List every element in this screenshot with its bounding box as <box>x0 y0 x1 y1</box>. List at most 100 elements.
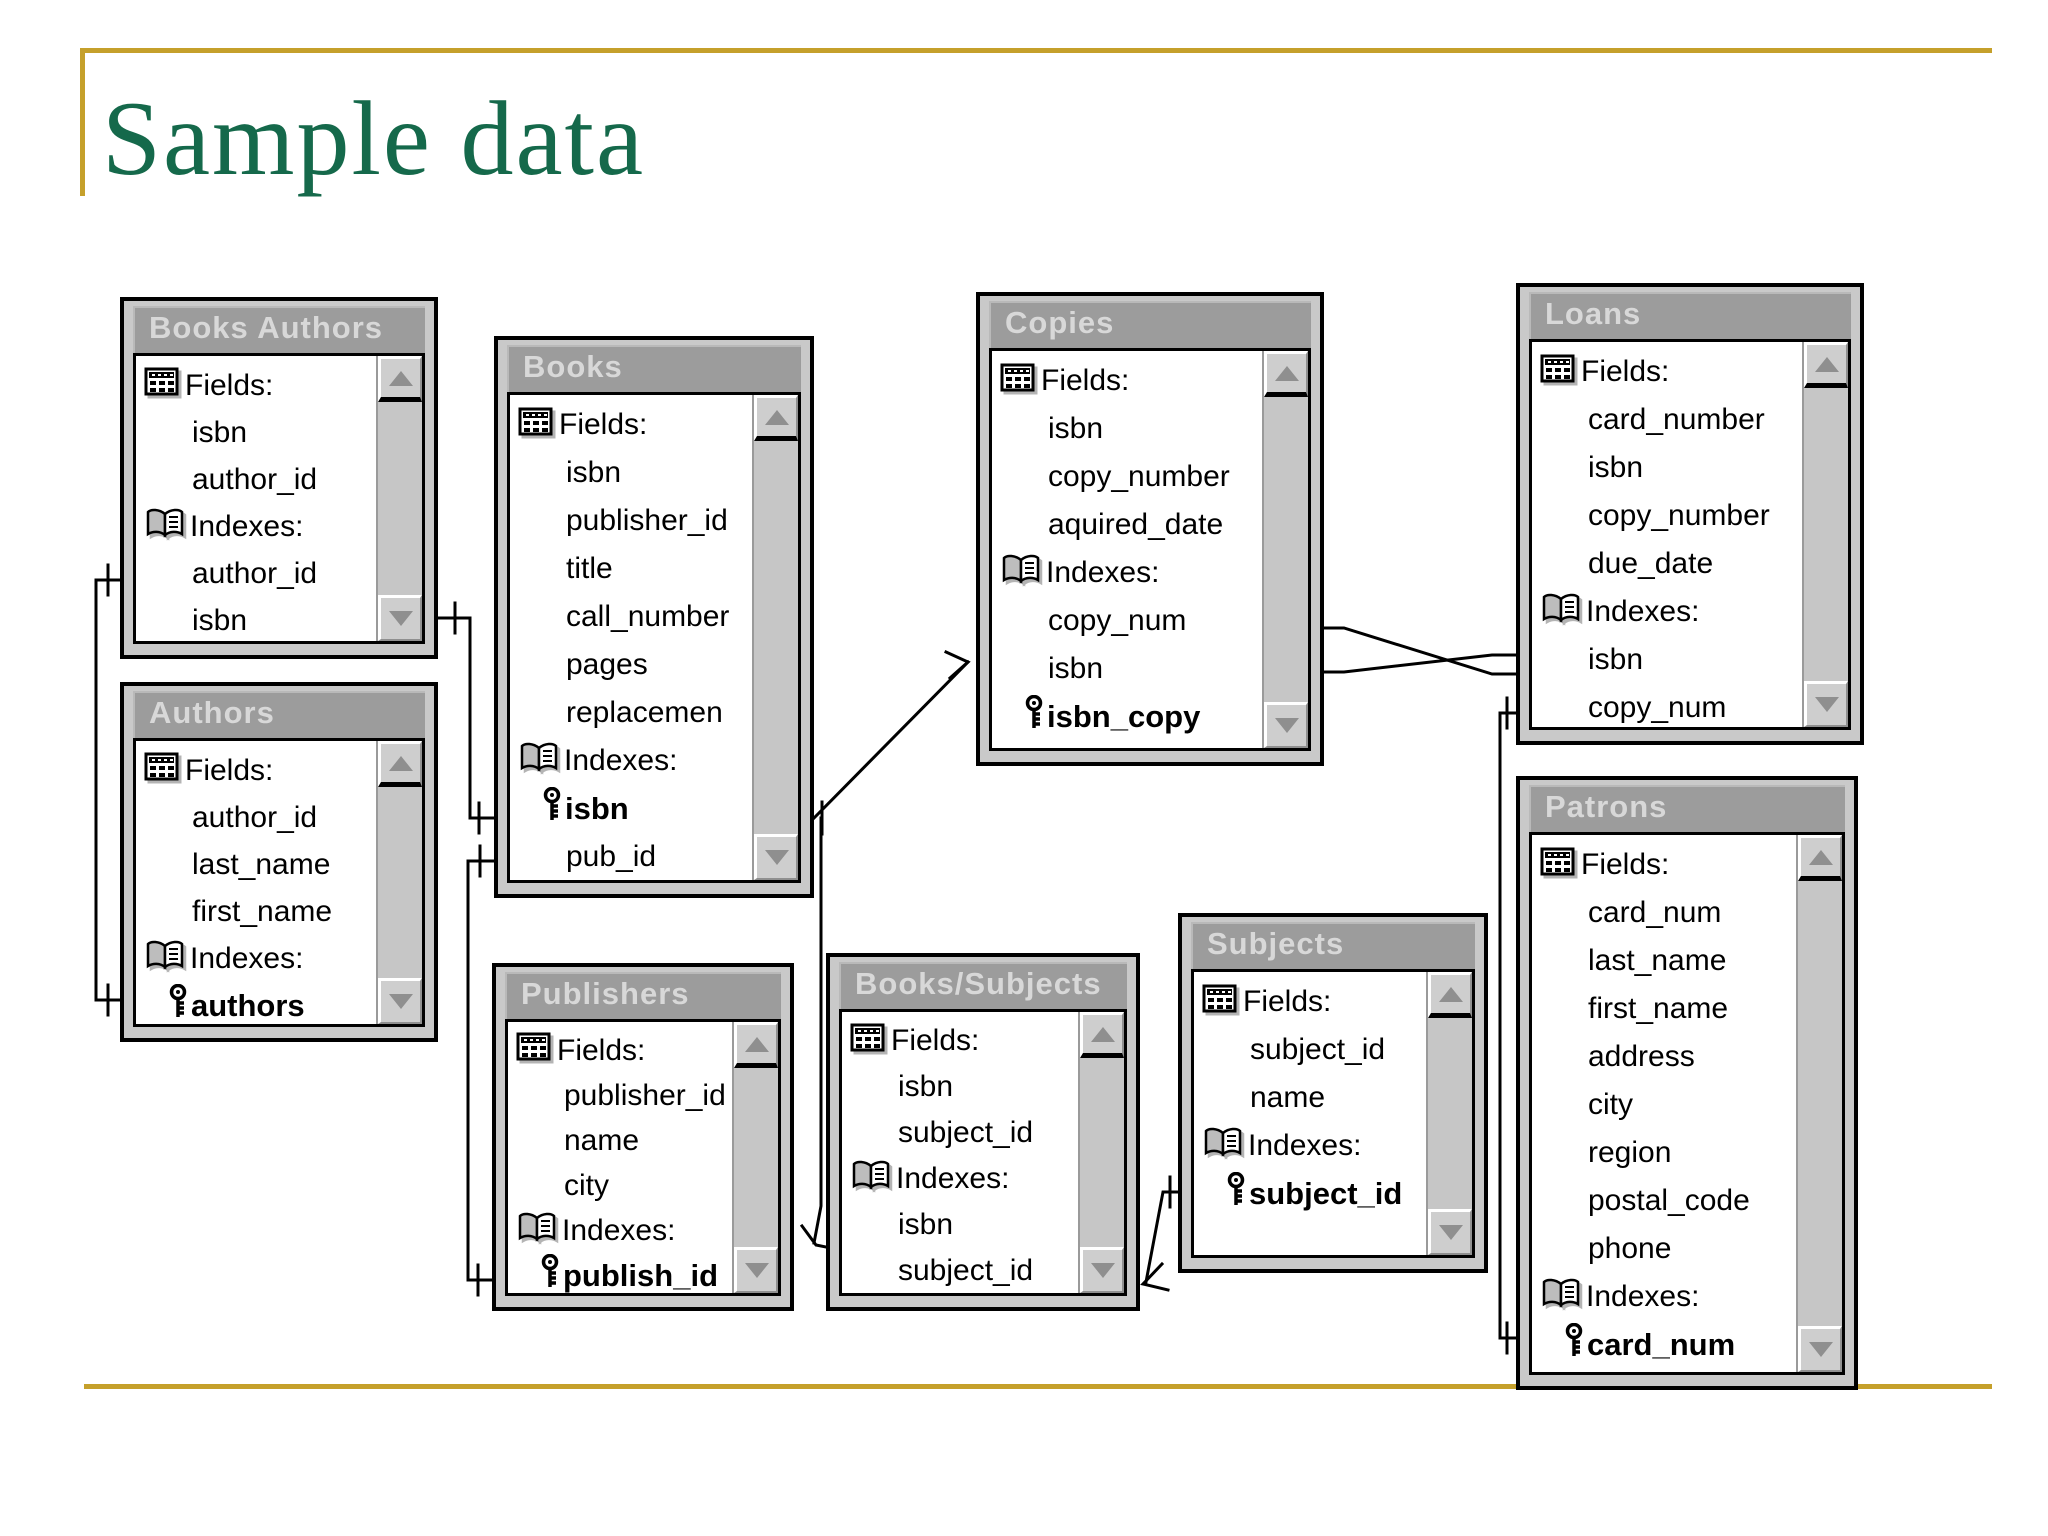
row-label: postal_code <box>1588 1184 1750 1217</box>
scrollbar[interactable] <box>376 356 422 641</box>
slide-left-rule <box>80 48 85 196</box>
field-row: author_id <box>144 550 376 597</box>
scroll-down-button[interactable] <box>1804 681 1848 727</box>
section-row: Indexes: <box>518 737 752 785</box>
scroll-up-button[interactable] <box>1804 342 1848 388</box>
indexes-icon <box>1540 1277 1582 1317</box>
scroll-down-button[interactable] <box>754 834 798 880</box>
table-titlebar-books[interactable]: Books <box>507 345 801 392</box>
indexes-icon <box>850 1159 892 1199</box>
row-label: pub_id <box>566 840 657 873</box>
scroll-up-button[interactable] <box>378 741 422 787</box>
scroll-up-button[interactable] <box>1428 972 1472 1018</box>
arrow-down-icon <box>1090 1263 1115 1278</box>
scroll-up-button[interactable] <box>378 356 422 402</box>
scroll-down-button[interactable] <box>378 978 422 1024</box>
table-titlebar-books-authors[interactable]: Books Authors <box>133 306 425 353</box>
scrollbar[interactable] <box>1802 342 1848 727</box>
scroll-up-button[interactable] <box>1798 835 1842 881</box>
field-row: isbn <box>144 409 376 456</box>
row-label: card_num <box>1588 896 1722 929</box>
rel-booksauthors-authors <box>94 578 122 1002</box>
rel-booksauthors-books <box>436 616 496 820</box>
field-row: call_number <box>518 593 752 641</box>
row-label: isbn <box>1588 643 1644 676</box>
scroll-down-button[interactable] <box>734 1247 778 1293</box>
many-hook <box>799 1223 828 1249</box>
field-row: isbn <box>850 1202 1078 1248</box>
scrollbar[interactable] <box>1262 351 1308 748</box>
field-row: pub_id <box>518 833 752 880</box>
field-row: copy_num <box>1000 597 1262 645</box>
scroll-up-button[interactable] <box>734 1022 778 1068</box>
field-row: isbn <box>1000 645 1262 693</box>
row-label: first_name <box>1588 992 1729 1025</box>
table-titlebar-authors[interactable]: Authors <box>133 691 425 738</box>
arrow-up-icon <box>744 1036 769 1052</box>
row-label: Indexes: <box>190 509 304 543</box>
fields-icon <box>1000 362 1037 401</box>
table-titlebar-publishers[interactable]: Publishers <box>505 972 781 1019</box>
table-titlebar-books-subjects[interactable]: Books/Subjects <box>839 962 1127 1009</box>
rel-subjects-bookssubjects <box>1144 1190 1180 1284</box>
scroll-up-button[interactable] <box>754 395 798 441</box>
section-row: Fields: <box>1540 841 1796 889</box>
row-label: isbn <box>1048 412 1104 445</box>
field-row: isbn <box>1000 405 1262 453</box>
section-row: Fields: <box>1540 348 1802 396</box>
scroll-down-button[interactable] <box>1264 702 1308 748</box>
scroll-up-button[interactable] <box>1080 1012 1124 1058</box>
table-titlebar-subjects[interactable]: Subjects <box>1191 922 1475 969</box>
scrollbar[interactable] <box>732 1022 778 1293</box>
row-label: author_id <box>192 800 318 834</box>
row-label: copy_num <box>1048 604 1187 637</box>
rel-copies-loans-copynum <box>1322 653 1518 674</box>
row-label: publisher_id <box>564 1078 726 1112</box>
row-label: city <box>1588 1088 1633 1121</box>
scrollbar[interactable] <box>1078 1012 1124 1293</box>
row-label: Fields: <box>1041 364 1130 397</box>
row-label: title <box>566 552 613 585</box>
row-label: name <box>1250 1081 1326 1114</box>
scroll-up-button[interactable] <box>1264 351 1308 397</box>
arrow-down-icon <box>388 994 413 1009</box>
scrollbar[interactable] <box>376 741 422 1024</box>
scroll-down-button[interactable] <box>1428 1209 1472 1255</box>
field-row: phone <box>1540 1225 1796 1273</box>
arrow-down-icon <box>1814 697 1839 712</box>
row-label: isbn <box>566 456 622 489</box>
scroll-down-button[interactable] <box>1080 1247 1124 1293</box>
scrollbar[interactable] <box>1426 972 1472 1255</box>
key-icon <box>168 983 189 1025</box>
scrollbar[interactable] <box>752 395 798 880</box>
row-label: Indexes: <box>1046 556 1160 589</box>
row-label: subject_id <box>1250 1033 1386 1066</box>
section-row: Indexes: <box>144 503 376 550</box>
scroll-down-button[interactable] <box>378 595 422 641</box>
row-label: card_number <box>1588 403 1765 436</box>
scroll-down-button[interactable] <box>1798 1326 1842 1372</box>
row-label: isbn <box>565 791 629 826</box>
row-label: call_number <box>566 600 730 633</box>
table-titlebar-copies[interactable]: Copies <box>989 301 1311 348</box>
table-titlebar-patrons[interactable]: Patrons <box>1529 785 1845 832</box>
arrow-down-icon <box>1808 1342 1833 1357</box>
field-row: postal_code <box>1540 1177 1796 1225</box>
row-label: copy_number <box>1588 499 1770 532</box>
scrollbar[interactable] <box>1796 835 1842 1372</box>
table-titlebar-loans[interactable]: Loans <box>1529 292 1851 339</box>
